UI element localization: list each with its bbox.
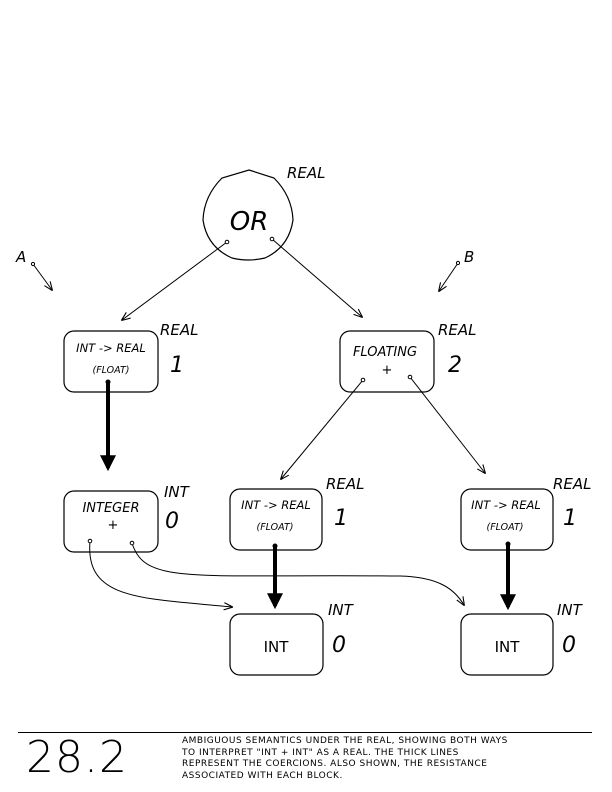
int-b-type: INT [557,601,584,619]
coercion-mid-to-int-a [267,543,283,610]
or-to-left-edge [122,239,230,320]
right-int-real-type: REAL [553,475,592,493]
caption-line: TO INTERPRET "INT + INT" AS A REAL. THE … [182,747,459,758]
floating-to-right-edge [407,374,485,473]
coercion-right-to-int-b [500,541,516,611]
caption-line: ASSOCIATED WITH EACH BLOCK. [182,770,343,781]
floating-plus-line2: + [382,363,393,378]
right-int-to-real-block: INT -> REAL (FLOAT) REAL 1 [460,475,592,551]
int-leaf-b: INT INT 0 [460,601,584,676]
integer-plus-line2: + [108,518,119,533]
right-int-real-line2: (FLOAT) [487,522,524,533]
caption-line: REPRESENT THE COERCIONS. ALSO SHOWN, THE… [182,759,488,769]
mid-int-real-line1: INT -> REAL [241,498,311,512]
integer-plus-block: INTEGER + INT 0 [63,483,191,553]
int-a-label: INT [264,638,290,656]
int-a-type: INT [328,601,355,619]
mid-int-real-cost: 1 [334,506,348,531]
left-int-real-line2: (FLOAT) [93,365,130,376]
marker-b: B [439,248,474,291]
left-int-real-type: REAL [160,321,199,339]
coercion-left-to-integer [100,379,116,472]
floating-plus-block: FLOATING + REAL 2 [339,321,477,393]
mid-int-to-real-block: INT -> REAL (FLOAT) REAL 1 [229,475,365,551]
left-int-real-line1: INT -> REAL [76,341,146,355]
caption-rule [18,732,592,733]
integer-to-int-a-edge [87,538,232,607]
figure-caption: AMBIGUOUS SEMANTICS UNDER THE REAL, SHOW… [182,736,562,782]
int-b-label: INT [495,638,521,656]
int-b-cost: 0 [562,633,576,658]
floating-plus-line1: FLOATING [353,345,417,360]
integer-plus-line1: INTEGER [82,501,139,516]
left-int-real-cost: 1 [170,353,184,378]
mid-int-real-line2: (FLOAT) [257,522,294,533]
marker-a-label: A [15,248,26,266]
figure-number: 28.2 [26,732,128,783]
integer-to-int-b-edge [129,540,464,605]
caption-line: AMBIGUOUS SEMANTICS UNDER THE REAL, SHOW… [182,736,508,746]
marker-b-label: B [464,248,474,266]
left-int-to-real-block: INT -> REAL (FLOAT) REAL 1 [63,321,199,393]
right-int-real-cost: 1 [563,506,577,531]
right-int-real-line1: INT -> REAL [471,498,541,512]
marker-a: A [15,248,52,290]
int-a-cost: 0 [332,633,346,658]
or-to-right-edge [269,236,362,317]
floating-to-mid-edge [281,377,366,479]
integer-plus-type: INT [164,483,191,501]
mid-int-real-type: REAL [326,475,365,493]
or-type: REAL [287,164,326,182]
floating-plus-cost: 2 [448,353,462,378]
or-label: OR [230,207,269,237]
integer-plus-cost: 0 [165,509,179,534]
int-leaf-a: INT INT 0 [229,601,355,676]
floating-plus-type: REAL [438,321,477,339]
